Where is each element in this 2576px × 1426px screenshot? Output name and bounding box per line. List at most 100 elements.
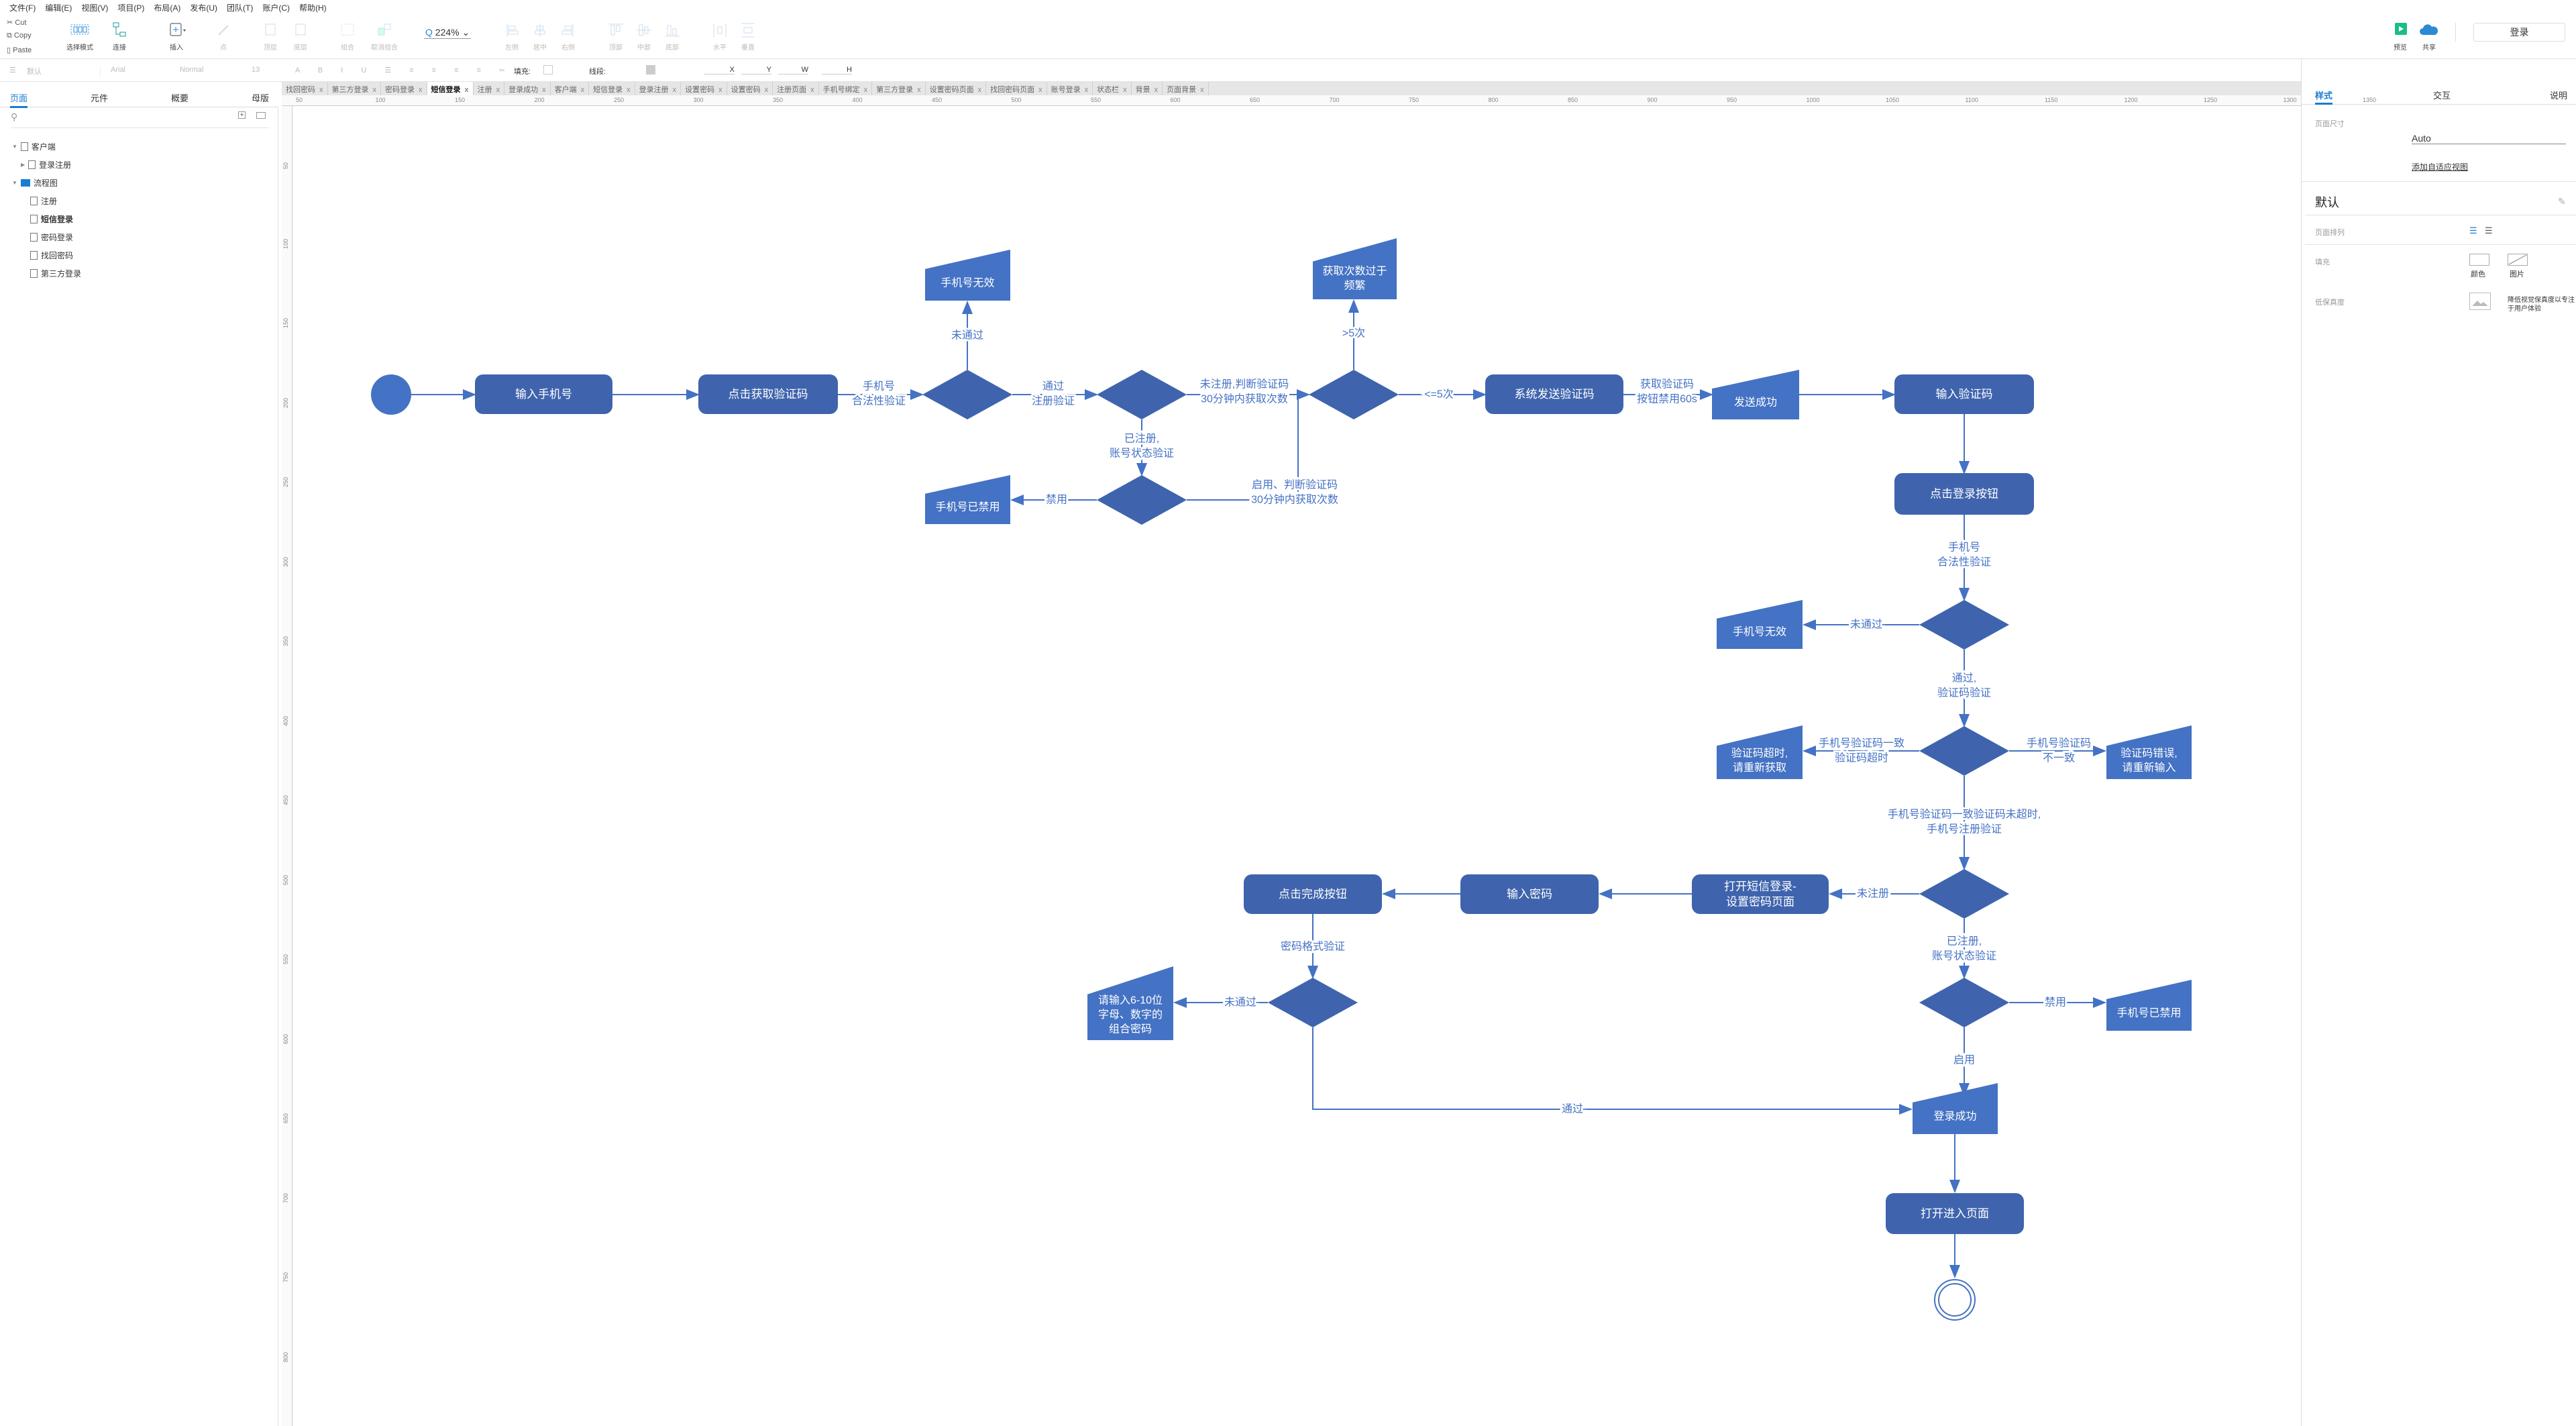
align-bottom-button[interactable]: 底部: [657, 21, 688, 52]
add-folder-icon[interactable]: [256, 112, 266, 119]
page-size-select[interactable]: Auto: [2412, 133, 2566, 144]
font-size-select[interactable]: 13: [252, 66, 260, 74]
tab-pages[interactable]: 页面: [10, 91, 28, 108]
bring-front-button[interactable]: 顶层: [255, 21, 286, 52]
align-right-button[interactable]: 右侧: [553, 21, 584, 52]
close-tab-icon[interactable]: x: [542, 86, 546, 94]
menu-help[interactable]: 帮助(H): [299, 3, 327, 13]
style-select[interactable]: 默认: [27, 66, 101, 77]
close-tab-icon[interactable]: x: [977, 86, 982, 94]
tree-item[interactable]: 密码登录: [30, 232, 73, 243]
add-adaptive-view-link[interactable]: 添加自适应视图: [2412, 162, 2469, 172]
close-tab-icon[interactable]: x: [1038, 86, 1042, 94]
tree-item[interactable]: 找回密码: [30, 250, 73, 261]
login-button[interactable]: 登录: [2473, 23, 2565, 42]
zoom-select[interactable]: Q 224% ⌄: [424, 27, 471, 39]
close-tab-icon[interactable]: x: [372, 86, 377, 94]
font-select[interactable]: Arial: [111, 66, 126, 74]
send-back-button[interactable]: 底层: [285, 21, 316, 52]
fill-image-icon[interactable]: [2508, 254, 2528, 266]
distribute-vertical-button[interactable]: 垂直: [733, 21, 763, 52]
close-tab-icon[interactable]: x: [917, 86, 921, 94]
align-left-page-icon[interactable]: ☰: [2469, 225, 2477, 236]
line-color-picker[interactable]: [646, 65, 655, 74]
menu-edit[interactable]: 编辑(E): [45, 3, 72, 13]
tree-item[interactable]: 第三方登录: [30, 268, 81, 279]
add-page-icon[interactable]: +: [238, 111, 246, 119]
align-middle-button[interactable]: 中部: [629, 21, 659, 52]
paste-button[interactable]: ▯ Paste: [7, 46, 32, 54]
close-tab-icon[interactable]: x: [764, 86, 769, 94]
tab-style[interactable]: 样式: [2315, 89, 2333, 105]
share-button[interactable]: 共享: [2414, 21, 2445, 52]
tree-item[interactable]: ▶登录注册: [21, 159, 71, 170]
fill-color-picker[interactable]: [543, 65, 553, 74]
preview-button[interactable]: 预览: [2385, 21, 2416, 52]
close-tab-icon[interactable]: x: [627, 86, 631, 94]
ungroup-button[interactable]: 取消组合: [366, 21, 403, 52]
menu-project[interactable]: 项目(P): [117, 3, 145, 13]
tree-item[interactable]: 短信登录: [30, 213, 73, 225]
expand-arrow-icon[interactable]: ▼: [12, 180, 17, 186]
collapse-arrow-icon[interactable]: ▶: [21, 162, 25, 168]
close-tab-icon[interactable]: x: [319, 86, 323, 94]
low-fidelity-toggle-icon[interactable]: [2469, 293, 2491, 310]
h-field[interactable]: H: [822, 66, 852, 74]
close-tab-icon[interactable]: x: [718, 86, 722, 94]
close-tab-icon[interactable]: x: [1200, 86, 1204, 94]
close-tab-icon[interactable]: x: [863, 86, 868, 94]
align-center-page-icon[interactable]: ☰: [2485, 225, 2493, 236]
menu-team[interactable]: 团队(T): [227, 3, 254, 13]
align-center-button[interactable]: 居中: [525, 21, 555, 52]
copy-button[interactable]: ⧉ Copy: [7, 32, 32, 40]
tree-item[interactable]: ▼客户端: [12, 141, 56, 152]
tab-outline[interactable]: 概要: [171, 93, 189, 103]
close-tab-icon[interactable]: x: [672, 86, 677, 94]
distribute-horizontal-button[interactable]: 水平: [704, 21, 735, 52]
menu-publish[interactable]: 发布(U): [190, 3, 217, 13]
canvas[interactable]: [292, 106, 2301, 1426]
close-tab-icon[interactable]: x: [464, 86, 469, 94]
menu-account[interactable]: 账户(C): [262, 3, 290, 13]
group-button[interactable]: 组合: [332, 21, 363, 52]
tab-interactions[interactable]: 交互: [2433, 91, 2451, 101]
close-tab-icon[interactable]: x: [580, 86, 585, 94]
tree-item[interactable]: ▼流程图: [12, 177, 58, 189]
search-icon[interactable]: ⚲: [11, 111, 18, 122]
close-tab-icon[interactable]: x: [496, 86, 500, 94]
w-field[interactable]: W: [778, 66, 808, 74]
close-tab-icon[interactable]: x: [1084, 86, 1089, 94]
close-tab-icon[interactable]: x: [1154, 86, 1159, 94]
align-top-button[interactable]: 顶部: [600, 21, 631, 52]
point-button[interactable]: 点: [208, 21, 239, 52]
tab-masters[interactable]: 母版: [252, 93, 270, 103]
edit-style-icon[interactable]: ✎: [2558, 196, 2566, 207]
menu-file[interactable]: 文件(F): [9, 3, 36, 13]
tab-widgets[interactable]: 元件: [91, 93, 109, 103]
close-tab-icon[interactable]: x: [810, 86, 814, 94]
close-tab-icon[interactable]: x: [419, 86, 423, 94]
fill-color-button[interactable]: [2469, 254, 2489, 266]
align-left-button[interactable]: 左侧: [496, 21, 527, 52]
close-tab-icon[interactable]: x: [1123, 86, 1127, 94]
font-weight-select[interactable]: Normal: [180, 66, 204, 74]
expand-arrow-icon[interactable]: ▼: [12, 144, 17, 150]
